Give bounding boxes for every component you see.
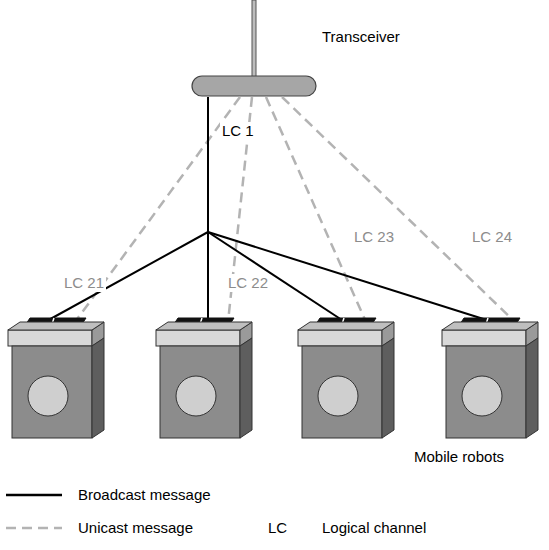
group-label: Mobile robots [412,448,506,466]
unicast-lines [75,97,515,322]
robot [156,318,252,438]
legend-text: Unicast message [78,519,193,537]
antenna-mast [252,0,256,78]
channel-label: LC 24 [470,228,514,246]
legend-line-sample [4,486,64,504]
channel-label: LC 1 [220,122,256,140]
legend-text: Broadcast message [78,486,211,504]
node-text: Transceiver [322,28,400,46]
robot [8,318,104,438]
channel-label: LC 23 [352,228,396,246]
abbreviation: LC [266,519,289,537]
channel-label: LC 21 [62,274,106,292]
transceiver-body [192,76,316,96]
channel-label: LC 22 [226,274,270,292]
mobile-robots [8,318,538,438]
broadcast-lines [45,97,493,322]
robot [442,318,538,438]
legend-line-sample [4,519,64,537]
transceiver-label: Transceiver [322,28,400,46]
robot [298,318,394,438]
abbreviation-meaning: Logical channel [320,519,428,537]
